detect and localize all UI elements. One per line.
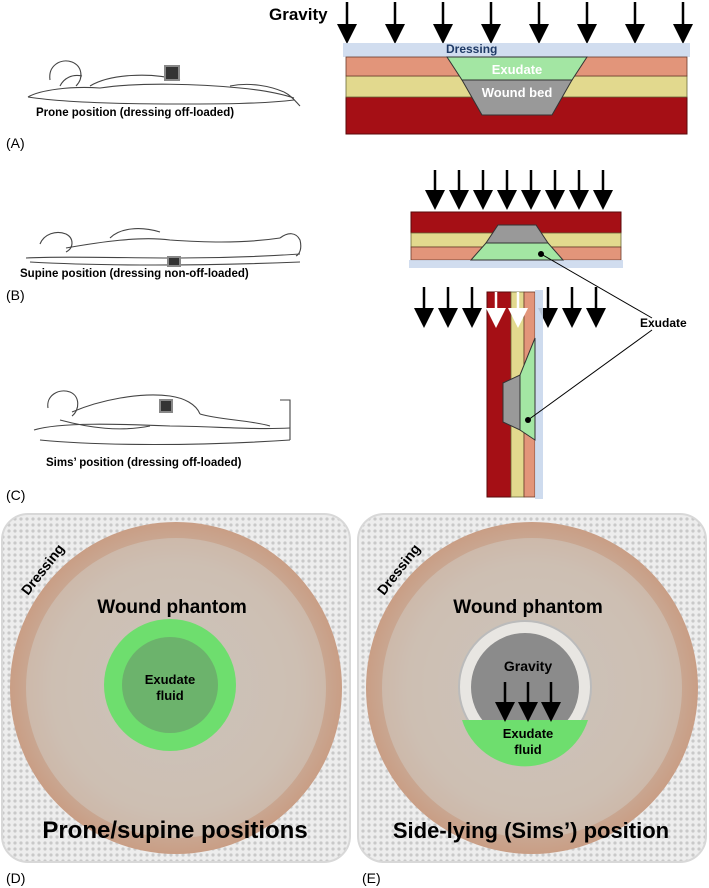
prone-caption: Prone position (dressing off-loaded) (36, 107, 234, 119)
panel-label-b: (B) (6, 287, 25, 303)
panel-d-photo (1, 513, 351, 863)
wound-bed (461, 79, 573, 116)
panel-c-gravity-arrows (414, 287, 606, 328)
panel-label-a: (A) (6, 135, 25, 151)
exudate-fluid-label-2: fluid (514, 742, 541, 757)
exudate-label: Exudate (492, 62, 543, 77)
panel-b-skin-section (409, 211, 623, 268)
dressing-patch-icon (164, 65, 180, 81)
exudate-callout-label: Exudate (640, 316, 687, 330)
supine-person-sketch (25, 228, 302, 266)
panel-e-gravity-arrows (495, 682, 561, 722)
panel-e-photo (357, 513, 707, 863)
dressing-label: Dressing (446, 42, 497, 56)
exudate-callout-lines (527, 253, 653, 421)
dressing-patch-icon (167, 256, 181, 267)
exudate-fluid-label: Exudate (145, 672, 196, 687)
wound-bed-label: Wound bed (482, 85, 553, 100)
gravity-label: Gravity (504, 658, 552, 674)
dressing-patch-icon (159, 399, 173, 413)
photo-d-caption: Prone/supine positions (42, 817, 307, 844)
supine-caption: Supine position (dressing non-off-loaded… (20, 268, 249, 280)
dressing-layer (343, 43, 690, 57)
panel-label-c: (C) (6, 487, 25, 503)
wound-phantom-fluid (462, 720, 588, 767)
exudate-region (469, 242, 565, 261)
sims-person-sketch (33, 390, 291, 446)
wound-phantom-label: Wound phantom (453, 597, 603, 618)
panel-b-gravity-arrows (425, 170, 613, 210)
panel-label-d: (D) (6, 870, 25, 886)
exudate-fluid-label: Exudate (503, 726, 554, 741)
panel-a-gravity-arrows (337, 2, 693, 44)
wound-phantom-center (122, 637, 218, 733)
wound-bed (502, 374, 521, 431)
panel-c-skin-section (486, 290, 543, 499)
sims-caption: Sims’ position (dressing off-loaded) (46, 457, 242, 469)
wound-phantom-label: Wound phantom (97, 597, 247, 618)
photo-e-caption: Side-lying (Sims’) position (393, 818, 669, 843)
panel-label-e: (E) (362, 870, 381, 886)
exudate-fluid-label-2: fluid (156, 688, 183, 703)
panel-a-skin-section (343, 43, 690, 135)
dressing-layer (535, 290, 543, 499)
dressing-layer (409, 260, 623, 268)
gravity-label: Gravity (269, 5, 328, 24)
